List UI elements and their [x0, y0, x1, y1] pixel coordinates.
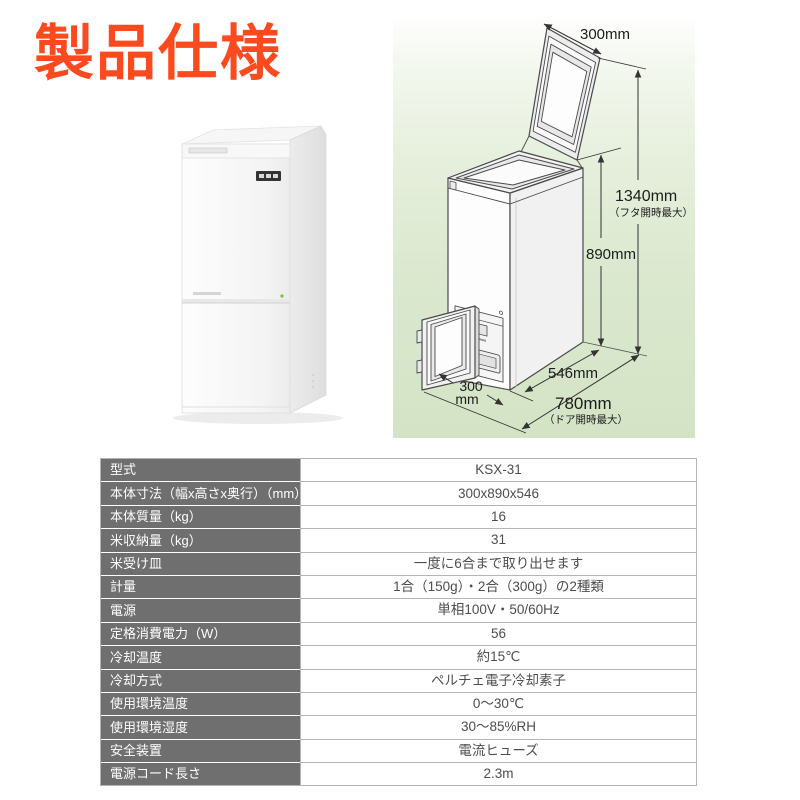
- door-thickness: [474, 305, 480, 379]
- spec-label-cell: 本体寸法（幅x高さx奥行）（mm）: [101, 482, 300, 506]
- spec-label-cell: 使用環境湿度: [101, 716, 300, 740]
- spec-value-cell: 30〜85%RH: [300, 716, 696, 740]
- dim-label-body-height: 890mm: [586, 246, 636, 263]
- product-photo-image: [173, 125, 343, 424]
- spec-label-cell: 冷却温度: [101, 646, 300, 670]
- table-row: 本体質量（kg）16: [101, 505, 696, 530]
- spec-value-cell: 16: [300, 505, 696, 530]
- dim-line-lid-width: [543, 23, 602, 55]
- dim-label-open-height-note: （フタ開時最大）: [609, 206, 693, 219]
- spec-label-cell: 電源: [101, 599, 300, 623]
- spec-label-cell: 電源コード長さ: [101, 763, 300, 786]
- top-opening: [463, 159, 566, 186]
- table-row: 米収納量（kg）31: [101, 529, 696, 553]
- lid-hinge-line-right: [576, 159, 584, 170]
- spec-value-cell: 31: [300, 529, 696, 553]
- photo-door-seam: [182, 299, 290, 303]
- spec-label-cell: 計量: [101, 575, 300, 600]
- cabinet-drawing: [416, 27, 648, 391]
- photo-badge-glyph: [266, 174, 271, 178]
- spec-label-cell: 型式: [101, 459, 300, 483]
- dim-label-lid-width: 300mm: [580, 26, 630, 43]
- photo-front-face: [181, 143, 291, 414]
- spec-value-cell: 0〜30℃: [300, 692, 696, 717]
- side-lip-line: [509, 176, 584, 205]
- product-photo: [155, 113, 360, 430]
- spec-label-cell: 使用環境温度: [101, 692, 300, 717]
- dim-label-door-width-2: mm: [455, 391, 478, 407]
- photo-brand-mark: [193, 292, 221, 295]
- table-row: 安全装置電流ヒューズ: [101, 739, 696, 764]
- spec-label-cell: 定格消費電力（W）: [101, 622, 300, 647]
- spec-label-cell: 本体質量（kg）: [101, 505, 300, 530]
- photo-vent-dot: [312, 386, 314, 388]
- dim-arrow-door-left: [438, 373, 454, 384]
- page-title: 製品仕様: [34, 20, 282, 87]
- dim-arrow-door-right: [486, 394, 504, 406]
- spec-label-cell: 米受け皿: [101, 552, 300, 576]
- photo-shadow: [173, 412, 343, 424]
- spec-value-cell: KSX-31: [300, 459, 696, 483]
- spec-label-cell: 安全装置: [101, 739, 300, 764]
- photo-vent-dot: [312, 374, 314, 376]
- lid-hinge-line-left: [520, 135, 530, 153]
- spec-label-cell: 冷却方式: [101, 669, 300, 693]
- table-row: 冷却温度約15℃: [101, 646, 696, 670]
- spec-value-cell: 約15℃: [300, 646, 696, 670]
- table-row: 米受け皿一度に6合まで取り出せます: [101, 552, 696, 576]
- photo-lid-handle: [188, 147, 228, 154]
- table-row: 冷却方式ペルチェ電子冷却素子: [101, 669, 696, 693]
- dimension-diagram-panel: 300mm 1340mm （フタ開時最大） 890mm 546mm 300 mm…: [393, 12, 695, 438]
- spec-value-cell: 1合（150g）・2合（300g）の2種類: [300, 575, 696, 600]
- dim-label-door-open-depth: 780mm: [555, 394, 612, 413]
- photo-badge-glyph: [259, 174, 264, 178]
- tick-door-corner: [423, 391, 527, 434]
- door-hinge-top: [416, 329, 423, 344]
- spec-label-cell: 米収納量（kg）: [101, 529, 300, 553]
- photo-indicator-dot: [280, 294, 284, 298]
- spec-value-cell: 300x890x546: [300, 482, 696, 506]
- dim-line-780: [521, 354, 640, 430]
- tick-lid-corner: [597, 57, 647, 70]
- dimension-diagram: 300mm 1340mm （フタ開時最大） 890mm 546mm 300 mm…: [416, 23, 693, 434]
- spec-value-cell: 56: [300, 622, 696, 647]
- dim-label-door-open-note: （ドア開時最大）: [544, 413, 628, 426]
- table-row: 電源単相100V・50/60Hz: [101, 599, 696, 623]
- dimension-lines: [423, 23, 647, 434]
- tick-body-bottom: [509, 390, 534, 402]
- spec-value-cell: 単相100V・50/60Hz: [300, 599, 696, 623]
- front-screw-detail: [499, 310, 503, 315]
- photo-side-face: [289, 125, 327, 414]
- spec-value-cell: 2.3m: [300, 763, 696, 786]
- dim-label-open-height: 1340mm: [615, 188, 677, 205]
- photo-badge-glyph: [273, 174, 278, 178]
- tick-body-top: [576, 147, 622, 161]
- dim-label-depth: 546mm: [548, 365, 598, 382]
- photo-lid-edge: [181, 143, 291, 159]
- door-hinge-bottom: [416, 359, 423, 374]
- table-row: 定格消費電力（W）56: [101, 622, 696, 647]
- cabinet-side-face: [509, 167, 584, 391]
- door-window: [434, 317, 463, 377]
- latch-detail: [449, 180, 457, 191]
- photo-vent-dot: [312, 380, 314, 382]
- lid-window: [540, 51, 588, 138]
- spec-value-cell: 電流ヒューズ: [300, 739, 696, 764]
- front-lip-line: [447, 187, 511, 205]
- spec-value-cell: ペルチェ電子冷却素子: [300, 669, 696, 693]
- spec-value-cell: 一度に6合まで取り出せます: [300, 552, 696, 576]
- table-row: 本体寸法（幅x高さx奥行）（mm）300x890x546: [101, 482, 696, 506]
- dim-label-door-width-1: 300: [459, 378, 483, 394]
